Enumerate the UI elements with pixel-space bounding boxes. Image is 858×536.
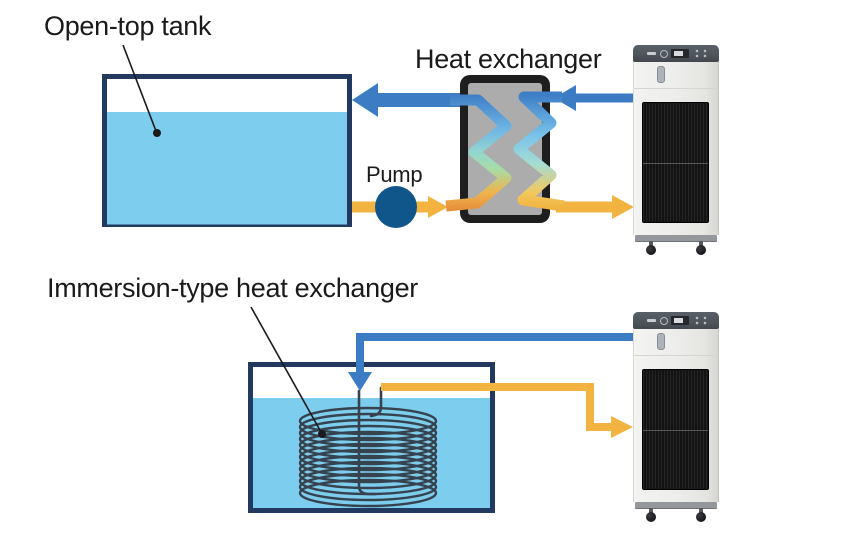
coil-outlet-pipe [369, 386, 383, 418]
leader-immersion [250, 306, 326, 438]
arrow-down-icon [348, 372, 372, 391]
control-display [671, 49, 689, 58]
chiller-unit-bottom [633, 312, 719, 522]
power-indicator-icon [660, 50, 668, 58]
air-grille [642, 369, 709, 490]
warm-to-chiller-arrow [556, 195, 634, 219]
control-buttons-icon [694, 49, 708, 58]
chiller-base [635, 235, 717, 242]
air-grille [642, 102, 709, 223]
immersion-coil [298, 386, 438, 508]
label-pump: Pump [366, 162, 423, 187]
exchanger-core [468, 83, 542, 215]
chiller-supply-arrow [554, 85, 633, 111]
plate-heat-exchanger [445, 75, 565, 223]
chiller-control-panel [633, 312, 719, 329]
cold-supply-pipe-bottom [348, 333, 633, 391]
chiller-base [635, 502, 717, 509]
label-heat-exchanger: Heat exchanger [415, 44, 602, 74]
caster-wheel-icon [695, 241, 707, 255]
leader-dot [318, 430, 326, 438]
caster-wheel-icon [645, 241, 657, 255]
label-immersion-heat-exchanger: Immersion-type heat exchanger [47, 273, 418, 303]
control-buttons-icon [694, 316, 708, 325]
exchange-stream-left [445, 94, 512, 212]
arrow-left-icon [352, 83, 378, 117]
open-top-tank [102, 74, 352, 227]
arrow-right-icon [612, 195, 634, 219]
leader-open-top-tank [122, 44, 161, 137]
tank-water [107, 112, 347, 225]
chiller-control-panel [633, 45, 719, 62]
chiller-unit-top [633, 45, 719, 255]
panel-seam [634, 355, 718, 356]
control-display [671, 316, 689, 325]
cold-supply-arrow [352, 83, 462, 117]
handle-slot [657, 333, 665, 350]
warm-return-pipe-bottom [381, 383, 633, 438]
arrow-right-icon [428, 196, 448, 218]
leader-dot [153, 129, 161, 137]
arrow-left-icon [554, 85, 576, 111]
exchange-stream-right [513, 91, 565, 212]
handle-slot [657, 66, 665, 83]
caster-wheel-icon [645, 508, 657, 522]
warm-return-line [352, 186, 448, 228]
panel-seam [634, 88, 718, 89]
pump-icon [375, 186, 417, 228]
panel-label-icon [647, 52, 656, 55]
coil-inlet-pipe [357, 389, 377, 496]
caster-wheel-icon [695, 508, 707, 522]
label-open-top-tank: Open-top tank [44, 11, 212, 41]
power-indicator-icon [660, 317, 668, 325]
arrow-right-icon [611, 416, 633, 438]
panel-label-icon [647, 319, 656, 322]
